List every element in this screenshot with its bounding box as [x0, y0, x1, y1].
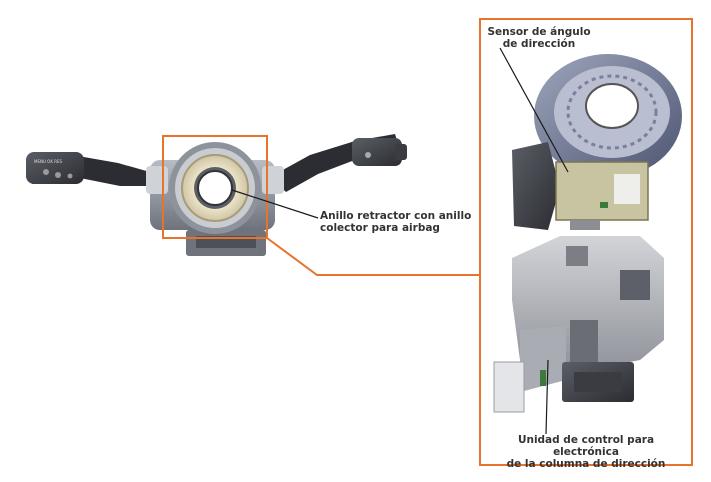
callout-ring-line2: colector para airbag — [320, 222, 440, 234]
callout-clock-spring: Anillo retractor con anillo colector par… — [320, 210, 490, 234]
leader-line-sensor — [499, 47, 569, 173]
highlight-frame-clock-spring — [162, 135, 268, 239]
callout-unit-line2: de la columna de dirección — [506, 458, 666, 470]
steering-column-control-unit-illustration — [493, 236, 664, 413]
callout-control-unit: Unidad de control para electrónica de la… — [486, 434, 686, 470]
steering-angle-sensor-illustration — [512, 54, 682, 230]
callout-sensor-line1: Sensor de ángulo — [487, 26, 591, 38]
leader-line-ring — [231, 189, 319, 219]
callout-ring-line1: Anillo retractor con anillo — [320, 210, 472, 222]
leader-line-unit — [545, 359, 549, 435]
callout-sensor-line2: de dirección — [502, 38, 576, 50]
callout-steering-angle-sensor: Sensor de ángulo de dirección — [484, 26, 594, 50]
callout-unit-line1: Unidad de control para electrónica — [517, 434, 655, 458]
zoom-connector-line — [266, 237, 480, 276]
svg-text:MENU OK RES: MENU OK RES — [34, 159, 63, 164]
steering-column-switch-illustration: MENU OK RES — [26, 134, 407, 256]
